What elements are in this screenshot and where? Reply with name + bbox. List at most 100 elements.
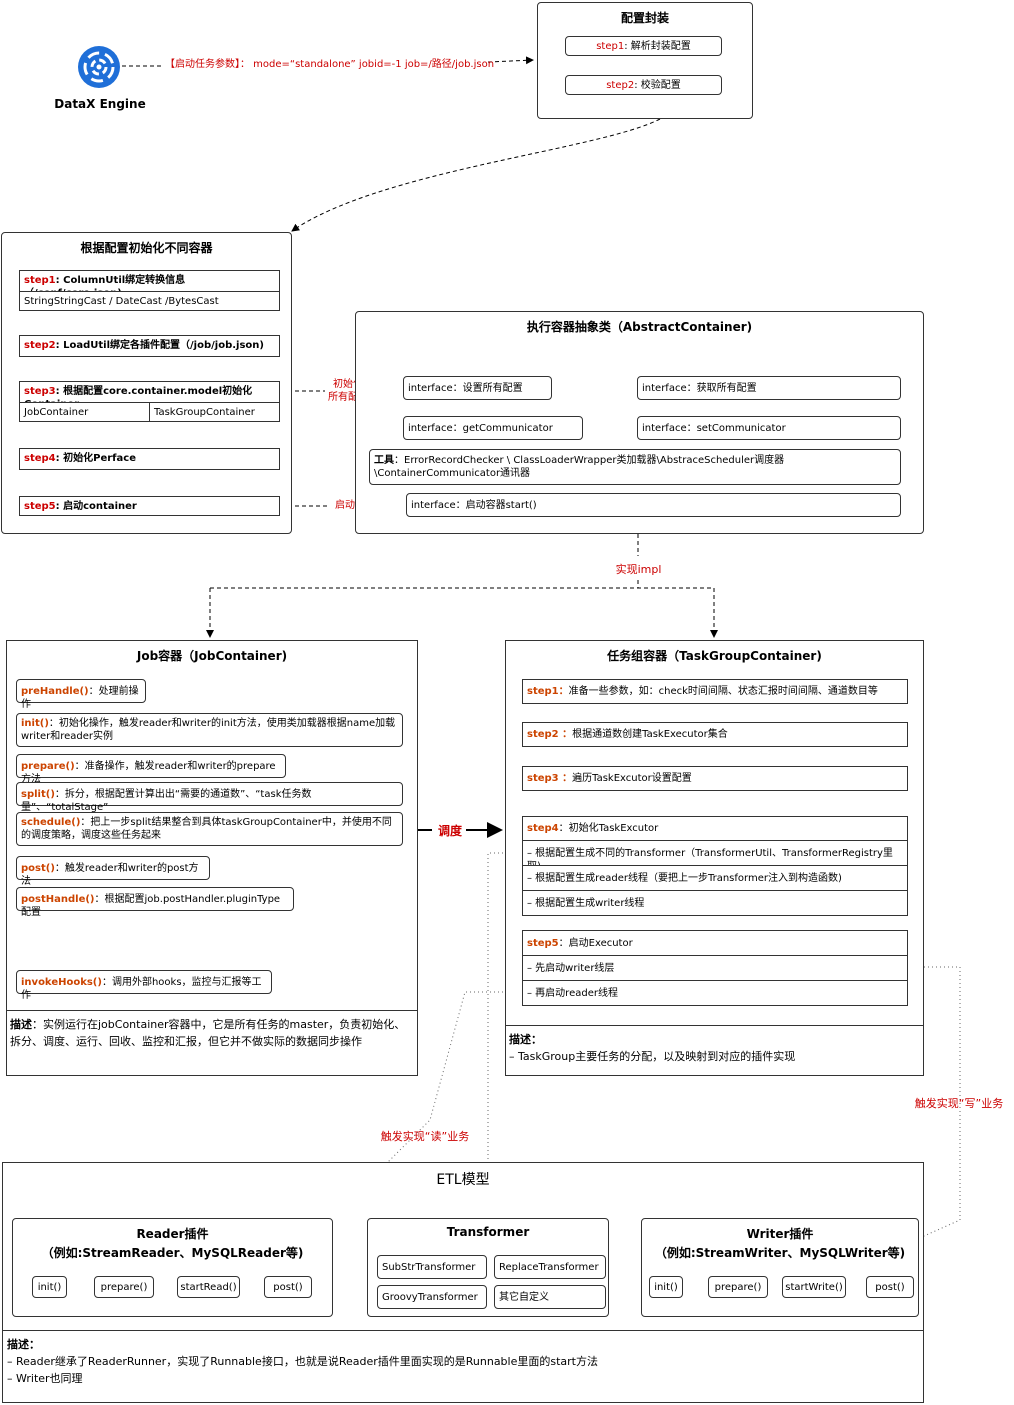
tg-step4-row3: – 根据配置生成writer线程 — [522, 890, 908, 916]
config-step1: step1: 解析封装配置 — [565, 36, 722, 56]
transformer-custom: 其它自定义 — [494, 1285, 606, 1309]
tg-step5-row1: – 先启动writer线层 — [522, 955, 908, 981]
writer-init: init() — [649, 1276, 683, 1298]
tg-step5-row2: – 再启动reader线程 — [522, 980, 908, 1006]
edge-label-trigger-write: 触发实现“写”业务 — [914, 1097, 1004, 1110]
tg-step2-tag: step2 ： — [527, 729, 573, 740]
job-prehandle: preHandle()：处理前操作 — [16, 679, 146, 710]
edge-label-impl: 实现impl — [615, 563, 662, 576]
config-step1-tag: step1 — [596, 41, 625, 52]
job-split-text: ：拆分，根据配置计算出出“需要的通道数”、“task任务数量”、“totalSt… — [21, 789, 312, 813]
init-containers-title: 根据配置初始化不同容器 — [80, 241, 213, 255]
taskgroup-desc-text: – TaskGroup主要任务的分配，以及映射到对应的插件实现 — [509, 1050, 796, 1063]
config-panel: 配置封装 — [537, 2, 753, 119]
abstract-container-title: 执行容器抽象类（AbstractContainer) — [526, 320, 753, 334]
init-step2-tag: step2 — [24, 340, 56, 351]
writer-title: Writer插件 — [746, 1227, 814, 1241]
init-step4-text: : 初始化Perface — [55, 453, 136, 464]
job-prehandle-text: ：处理前操作 — [21, 686, 139, 710]
tg-step5-tag: step5 — [527, 938, 559, 949]
etl-desc-line1: – Reader继承了ReaderRunner，实现了Runnable接口，也就… — [7, 1355, 598, 1368]
job-prehandle-tag: preHandle() — [21, 686, 89, 697]
tg-step4-text: ：初始化TaskExcutor — [558, 823, 659, 834]
job-init: init()：初始化操作，触发reader和writer的init方法，使用类加… — [16, 713, 403, 747]
config-title: 配置封装 — [620, 11, 669, 25]
tg-step2: step2 ：根据通道数创建TaskExecutor集合 — [522, 722, 908, 747]
job-prepare: prepare()：准备操作，触发reader和writer的prepare方法 — [16, 754, 286, 785]
tg-step3-text: 遍历TaskExcutor设置配置 — [572, 773, 692, 784]
job-init-text: ：初始化操作，触发reader和writer的init方法，使用类加载器根据na… — [21, 718, 396, 742]
config-step1-text: : 解析封装配置 — [624, 41, 691, 52]
launch-params: 【启动任务参数】： mode=“standalone” jobid=-1 job… — [165, 58, 494, 71]
transformer-replace: ReplaceTransformer — [494, 1255, 606, 1279]
writer-prepare: prepare() — [708, 1276, 768, 1298]
init-step5-tag: step5 — [24, 501, 56, 512]
job-init-tag: init() — [21, 718, 49, 729]
interface-get-communicator: interface：getCommunicator — [403, 416, 583, 440]
reader-title: Reader插件 — [136, 1227, 209, 1241]
job-schedule-tag: schedule() — [21, 817, 81, 828]
job-desc-label: 描述 — [10, 1018, 32, 1031]
job-posthandle: postHandle()：根据配置job.postHandler.pluginT… — [16, 887, 294, 918]
edge-label-init-all-line2: 所有配置 — [328, 392, 368, 403]
interface-get-all-config: interface：获取所有配置 — [637, 376, 901, 400]
init-step4-tag: step4 — [24, 453, 56, 464]
etl-desc-line2: – Writer也同理 — [7, 1372, 83, 1385]
job-posthandle-tag: postHandle() — [21, 894, 95, 905]
datax-logo-icon — [76, 44, 122, 90]
tg-step4: step4：初始化TaskExcutor — [522, 816, 908, 841]
edge-label-dispatch: 调度 — [437, 824, 462, 838]
etl-title: ETL模型 — [436, 1172, 490, 1188]
job-container-title: Job容器（JobContainer) — [136, 649, 288, 663]
tools-label: 工具 — [374, 455, 394, 466]
init-step2-text: : LoadUtil绑定各插件配置（/job/job.json) — [55, 340, 264, 351]
tg-step5-text: ：启动Executor — [558, 938, 633, 949]
writer-plugin-panel: Writer插件 （例如:StreamWriter、MySQLWriter等) — [641, 1218, 919, 1317]
interface-set-communicator: interface：setCommunicator — [637, 416, 901, 440]
launch-params-prefix: 【启动任务参数】 — [165, 59, 240, 70]
writer-post: post() — [866, 1276, 914, 1298]
reader-prepare: prepare() — [94, 1276, 154, 1298]
reader-plugin-panel: Reader插件 （例如:StreamReader、MySQLReader等) — [12, 1218, 333, 1317]
init-step1: step1: ColumnUtil绑定转换信息（/conf/core.json) — [19, 270, 280, 299]
interface-set-all-config: interface：设置所有配置 — [403, 376, 552, 400]
edge-label-trigger-read: 触发实现“读”业务 — [380, 1130, 470, 1143]
taskgroup-container-title: 任务组容器（TaskGroupContainer) — [607, 649, 822, 663]
job-invokehooks: invokeHooks()：调用外部hooks，监控与汇报等工作 — [16, 970, 272, 1001]
edge-label-init-all-line1: 初始化 — [333, 379, 363, 390]
tg-step3: step3 ：遍历TaskExcutor设置配置 — [522, 766, 908, 791]
transformer-groovy: GroovyTransformer — [377, 1285, 487, 1309]
launch-params-text: ： mode=“standalone” jobid=-1 job=/路径/job… — [240, 59, 495, 70]
transformer-substr: SubStrTransformer — [377, 1255, 487, 1279]
job-invokehooks-text: ：调用外部hooks，监控与汇报等工作 — [21, 977, 262, 1001]
init-step1-tag: step1 — [24, 275, 56, 286]
init-step3-sub-job: JobContainer — [19, 402, 150, 422]
job-container-desc: 描述：实例运行在jobContainer容器中，它是所有任务的master，负责… — [6, 1010, 418, 1076]
tools-row: 工具：ErrorRecordChecker \ ClassLoaderWrapp… — [369, 449, 901, 485]
job-split-tag: split() — [21, 789, 55, 800]
reader-startread: startRead() — [177, 1276, 240, 1298]
reader-post: post() — [264, 1276, 312, 1298]
reader-subtitle: （例如:StreamReader、MySQLReader等) — [41, 1246, 304, 1260]
job-post: post()：触发reader和writer的post方法 — [16, 856, 210, 887]
init-step3: step3: 根据配置core.container.model初始化Contai… — [19, 381, 280, 410]
job-invokehooks-tag: invokeHooks() — [21, 977, 102, 988]
init-step5: step5: 启动container — [19, 496, 280, 516]
taskgroup-desc: 描述： – TaskGroup主要任务的分配，以及映射到对应的插件实现 — [505, 1025, 924, 1076]
job-split: split()：拆分，根据配置计算出出“需要的通道数”、“task任务数量”、“… — [16, 782, 403, 813]
transformer-title: Transformer — [446, 1225, 530, 1239]
tg-step2-text: 根据通道数创建TaskExecutor集合 — [572, 729, 728, 740]
tg-step3-tag: step3 ： — [527, 773, 573, 784]
edge-label-init-all: 初始化 所有配置 — [322, 378, 374, 404]
tg-step1-text: 准备一些参数，如：check时间间隔、状态汇报时间间隔、通道数目等 — [568, 686, 878, 697]
writer-subtitle: （例如:StreamWriter、MySQLWriter等) — [654, 1246, 906, 1260]
job-posthandle-text: ：根据配置job.postHandler.pluginType配置 — [21, 894, 281, 918]
reader-init: init() — [32, 1276, 67, 1298]
tg-step1: step1：准备一些参数，如：check时间间隔、状态汇报时间间隔、通道数目等 — [522, 679, 908, 704]
tg-step4-row1: – 根据配置生成不同的Transformer（TransformerUtil、T… — [522, 840, 908, 872]
tg-step4-row2: – 根据配置生成reader线程（要把上一步Transformer注入到构造函数… — [522, 865, 908, 891]
job-post-text: ：触发reader和writer的post方法 — [21, 863, 199, 887]
job-schedule-text: ：把上一步split结果整合到具体taskGroupContainer中，并使用… — [21, 817, 392, 841]
job-desc-text: ：实例运行在jobContainer容器中，它是所有任务的master，负责初始… — [10, 1018, 406, 1048]
taskgroup-desc-label: 描述： — [509, 1033, 542, 1046]
